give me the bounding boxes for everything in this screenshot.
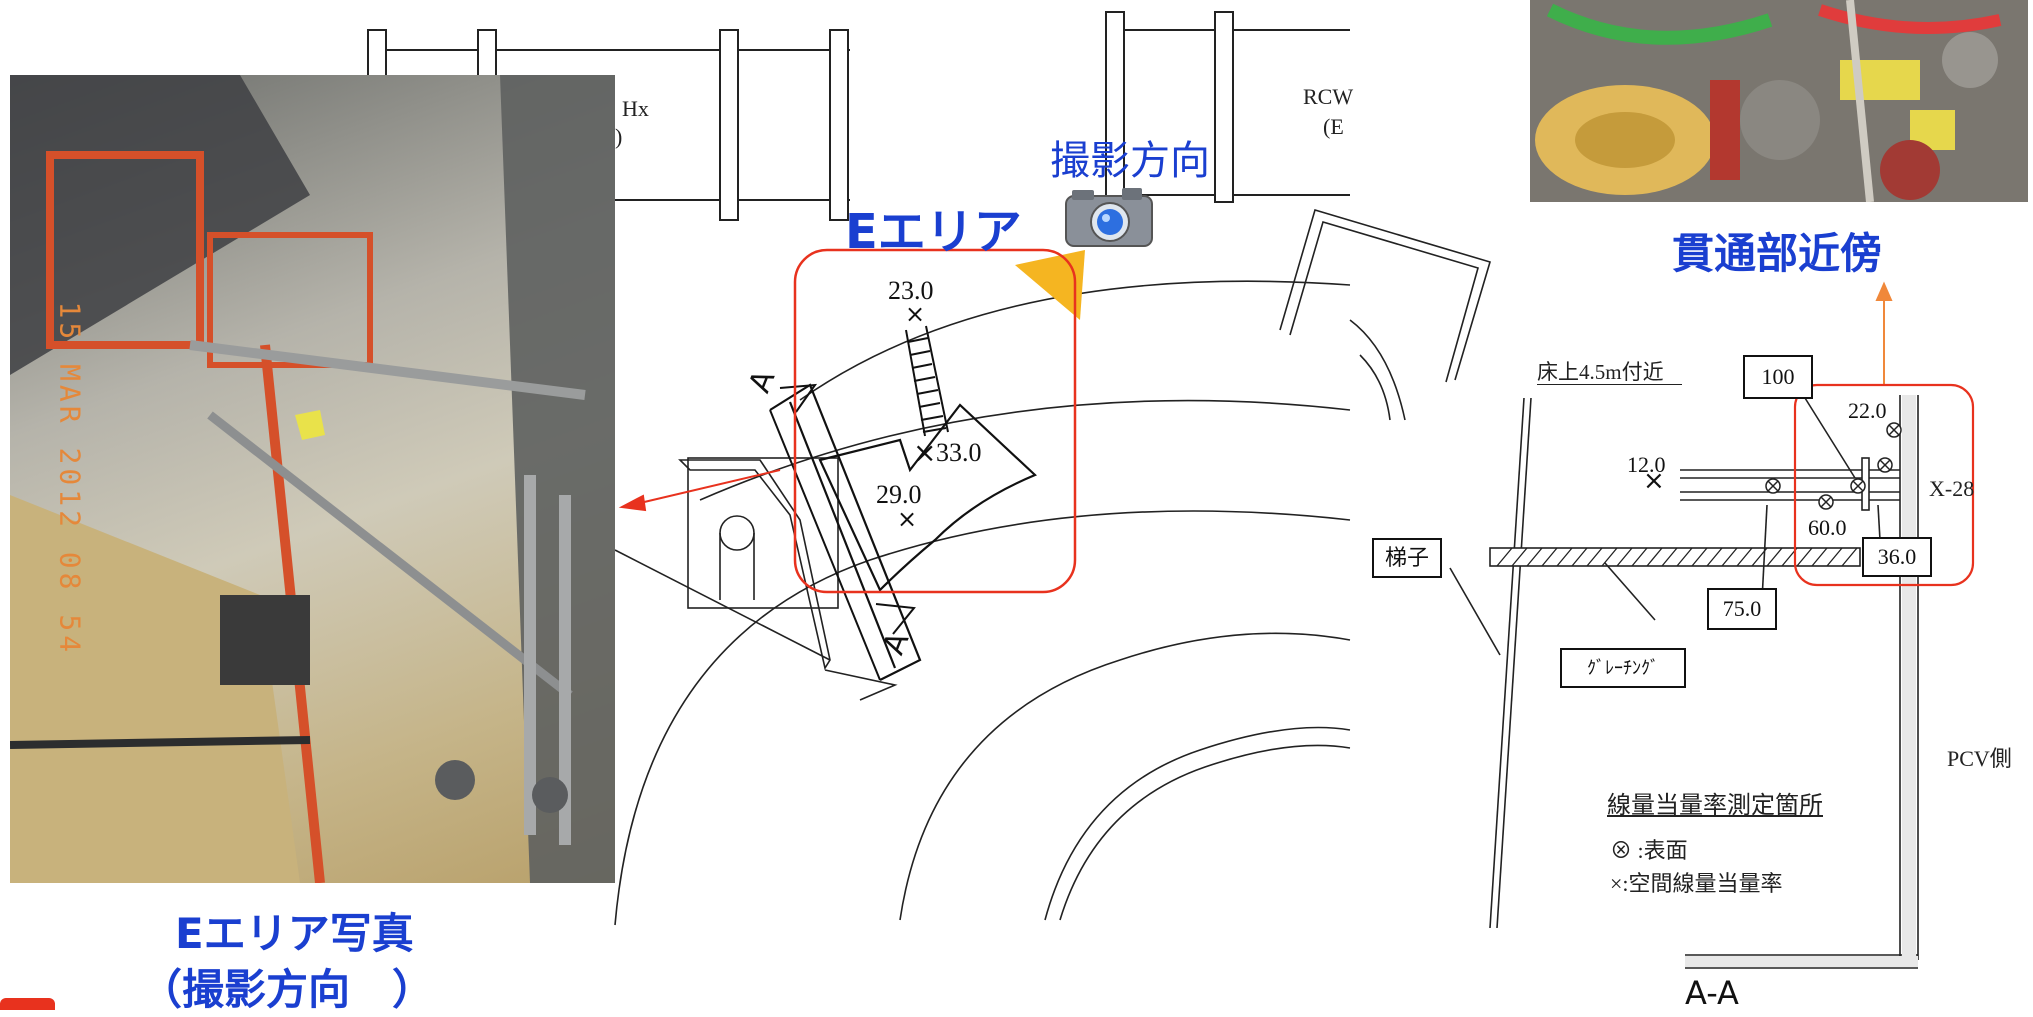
floor-hatch — [1685, 956, 1918, 967]
photo-date-stamp: 15 MAR 2012 08 54 — [53, 301, 87, 657]
dose-box-75: 75.0 — [1707, 588, 1777, 630]
air-marker: × — [913, 436, 937, 469]
grating-label: ｸﾞﾚｰﾁﾝｸﾞ — [1560, 648, 1686, 688]
dose-22: 22.0 — [1848, 398, 1887, 423]
camera-view-cone — [1015, 250, 1085, 320]
penetration-photo-caption: 貫通部近傍 — [1672, 229, 1883, 278]
floor-height-label: 床上4.5m付近 — [1537, 360, 1664, 384]
area-e-photo: 15 MAR 2012 08 54 — [10, 75, 615, 883]
x28-label: X-28 — [1929, 476, 1975, 501]
penetration-callout-arrow — [1875, 281, 1893, 385]
reading-23: 23.0 — [888, 276, 934, 305]
reading-29: 29.0 — [876, 480, 922, 509]
section-aa-drawing — [1449, 389, 1919, 969]
air-marker: × — [897, 505, 918, 533]
area-e-photo-caption-direction: （撮影方向 ） — [140, 965, 435, 1014]
camera-icon — [1065, 188, 1153, 247]
section-line — [769, 383, 916, 681]
dose-box-36: 36.0 — [1862, 537, 1932, 577]
pcv-label: PCV側 — [1947, 746, 2012, 771]
air-marker: × — [905, 300, 926, 328]
section-aa-caption: A-A — [1685, 974, 1739, 1012]
hx-label: Hx — [622, 96, 649, 121]
hx-paren: ) — [615, 124, 623, 149]
area-e-title: Eエリア — [845, 204, 1022, 260]
ladder-label: 梯子 — [1372, 538, 1442, 578]
floor-height-underline — [1537, 384, 1682, 385]
rcw-label: RCW — [1303, 84, 1354, 109]
dose-60: 60.0 — [1808, 515, 1847, 540]
slide-logo-fragment — [0, 998, 55, 1010]
area-e-photo-caption: Eエリア写真 — [175, 909, 414, 958]
legend-title: 線量当量率測定箇所 — [1607, 793, 1823, 819]
pcv-wall-hatch — [1902, 395, 1916, 958]
surface-markers — [1765, 422, 1902, 510]
legend-surface: ⊗ :表面 — [1610, 838, 1688, 863]
air-marker: × — [1643, 466, 1665, 496]
area-e-structure — [769, 383, 1037, 681]
ladder-drawing — [905, 325, 949, 437]
penetration-photo — [1530, 0, 2028, 202]
dose-box-100: 100 — [1743, 355, 1813, 399]
area-e-box — [793, 248, 1077, 594]
reading-33: 33.0 — [936, 438, 982, 467]
penetration-box — [1793, 383, 1975, 587]
plan-arcs — [614, 209, 1491, 926]
area-e-callout-arrow — [618, 469, 781, 512]
camera-direction-label: 撮影方向 — [1050, 138, 1210, 184]
dose-12: 12.0 — [1627, 452, 1666, 477]
legend-air: ×:空間線量当量率 — [1610, 871, 1783, 896]
rcw-paren: (E — [1323, 114, 1344, 139]
